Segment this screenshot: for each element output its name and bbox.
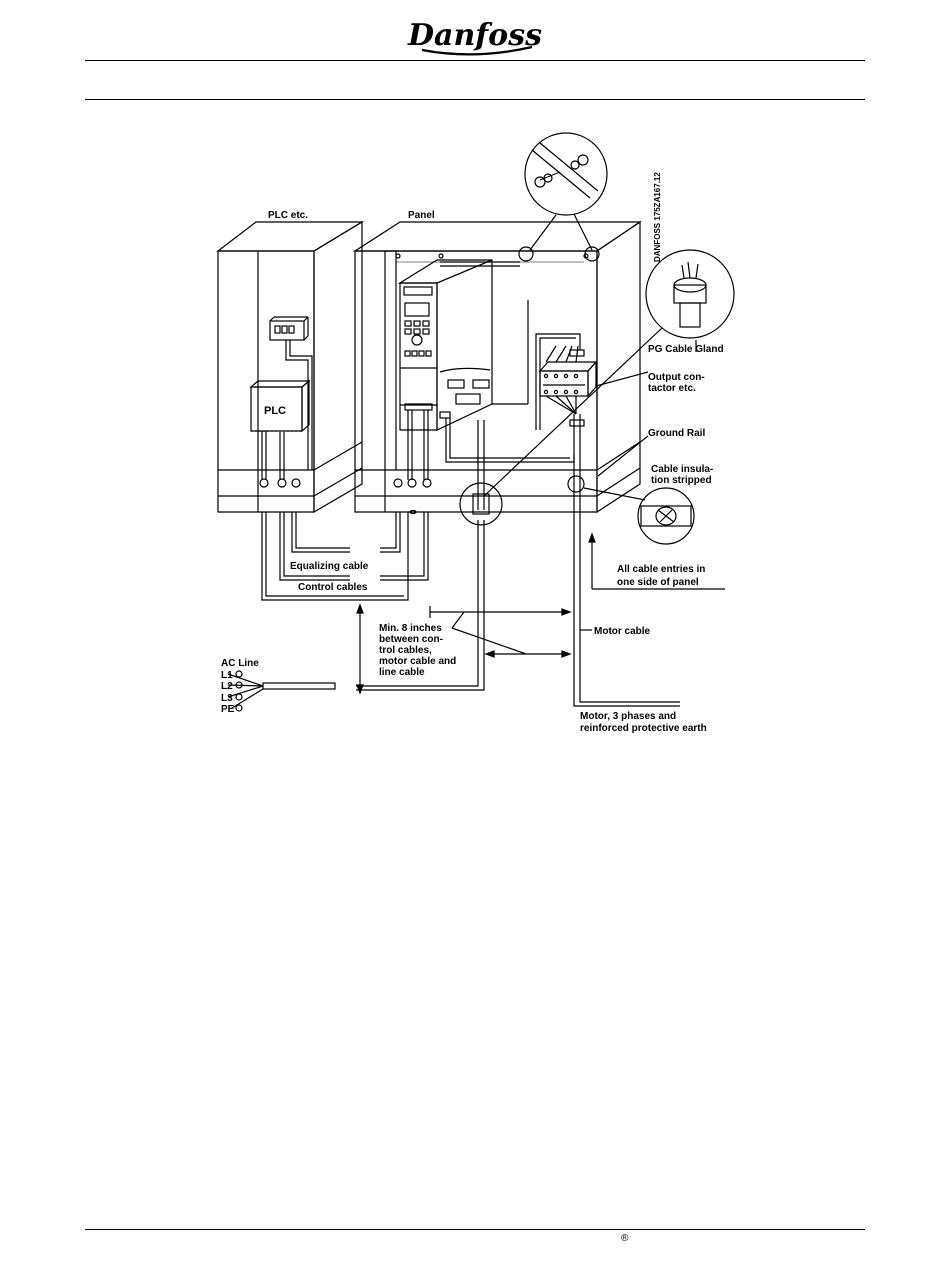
label-plc: PLC xyxy=(264,405,286,417)
label-pg-cable-gland: PG Cable Gland xyxy=(648,344,724,355)
label-equalizing-cable: Equalizing cable xyxy=(290,561,369,572)
label-cable-insulation-line1: Cable insula- xyxy=(651,464,713,475)
label-l2: L2 xyxy=(221,681,233,692)
panel-cabinet xyxy=(352,220,642,515)
label-min-distance-line4: motor cable and xyxy=(379,656,456,667)
header-rule-bottom xyxy=(85,99,865,100)
danfoss-logo: Danfoss xyxy=(407,18,542,56)
label-min-distance-line1: Min. 8 inches xyxy=(379,623,442,634)
label-ground-rail: Ground Rail xyxy=(648,428,705,439)
label-control-cables: Control cables xyxy=(298,582,368,593)
registered-mark: ® xyxy=(621,1233,629,1244)
label-motor-phases-line1: Motor, 3 phases and xyxy=(580,711,676,722)
label-panel: Panel xyxy=(408,210,435,221)
label-output-contactor-line1: Output con- xyxy=(648,372,705,383)
label-ac-line: AC Line xyxy=(221,658,259,669)
cable-stripped-detail xyxy=(567,475,695,545)
label-all-entries-line2: one side of panel xyxy=(617,577,699,588)
label-output-contactor-line2: tactor etc. xyxy=(648,383,696,394)
label-min-distance-line3: trol cables, xyxy=(379,645,432,656)
output-contactor xyxy=(538,345,598,415)
label-min-distance-line5: line cable xyxy=(379,667,425,678)
header-rule-top xyxy=(85,60,865,61)
footer-rule xyxy=(85,1229,865,1230)
label-l1: L1 xyxy=(221,670,233,681)
label-cable-insulation-line2: tion stripped xyxy=(651,475,712,486)
plc-cabinet xyxy=(216,220,365,514)
timer-box xyxy=(269,316,309,341)
plc-device xyxy=(249,379,311,433)
detail-screw-circle xyxy=(518,132,608,262)
label-motor-cable: Motor cable xyxy=(594,626,651,637)
label-l3: L3 xyxy=(221,693,233,704)
label-pe: PE xyxy=(221,704,235,715)
logo-text: Danfoss xyxy=(407,18,542,53)
label-drawing-number: DANFOSS 175ZA167.12 xyxy=(653,172,662,262)
label-all-entries-line1: All cable entries in xyxy=(617,564,705,575)
label-min-distance-line2: between con- xyxy=(379,634,443,645)
label-motor-phases-line2: reinforced protective earth xyxy=(580,723,707,734)
pg-cable-gland-detail xyxy=(483,249,735,497)
label-plc-cabinet: PLC etc. xyxy=(268,210,308,221)
frequency-converter xyxy=(397,259,529,431)
